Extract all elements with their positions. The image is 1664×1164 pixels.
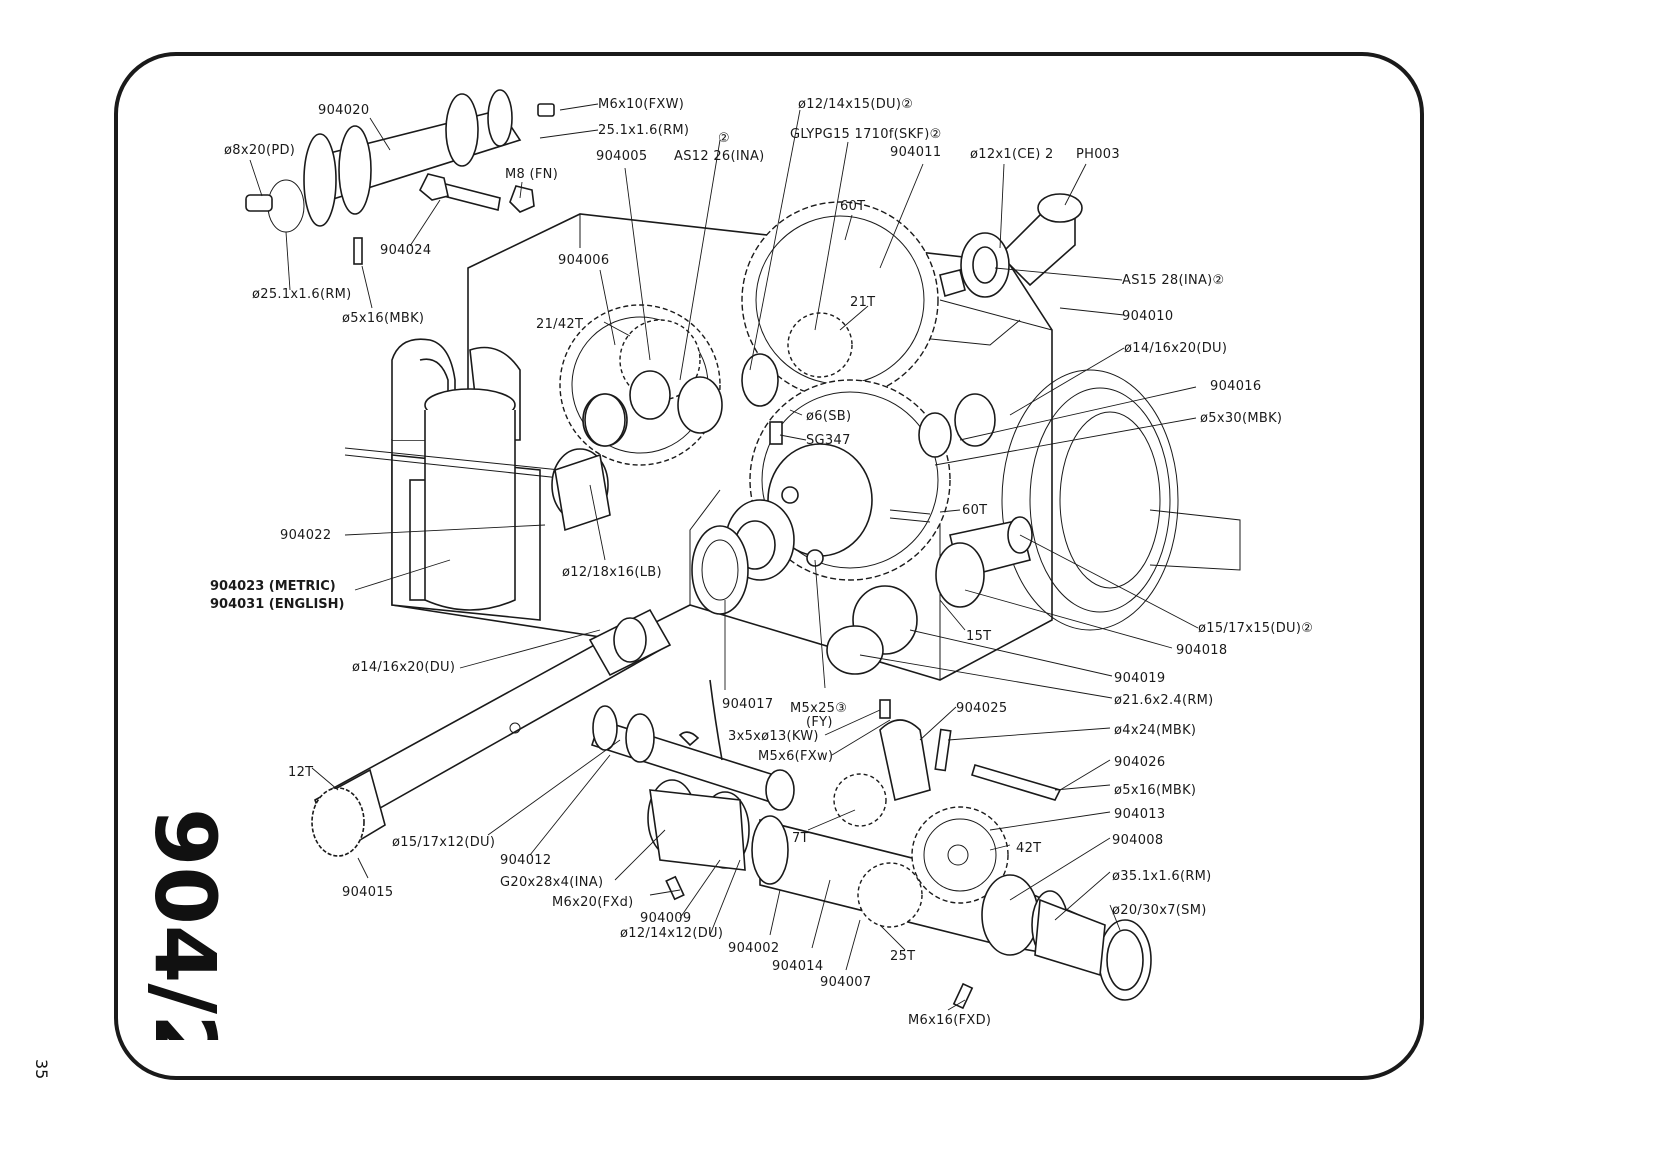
callout-o14-16x20-du-right: ø14/16x20(DU) [1124,341,1227,356]
callout-60t-top: 60T [840,199,865,214]
callout-o15-17x12-du: ø15/17x12(DU) [392,835,495,850]
callout-904012: 904012 [500,853,551,868]
callout-904002: 904002 [728,941,779,956]
line-art [245,89,1241,1010]
callout-sg347: SG347 [806,433,851,448]
bearing-904022 [551,393,626,532]
shaft-904018 [826,393,1033,675]
leader-lines [249,103,1199,1011]
callout-o12-18x16-lb: ø12/18x16(LB) [562,565,662,580]
callout-o25-1x1-6-rm: ø25.1x1.6(RM) [252,287,352,302]
callout-904025: 904025 [956,701,1007,716]
callout-fy: (FY) [806,715,833,730]
callout-m6x16-fxd: M6x16(FXD) [908,1013,991,1028]
assembly-number: 904/2 [136,808,234,1040]
callout-o14-16x20-du-left: ø14/16x20(DU) [352,660,455,675]
callout-904009: 904009 [640,911,691,926]
large-pulley [1001,369,1241,631]
callout-3x5x13-kw: 3x5xø13(KW) [728,729,819,744]
callout-g20x28x4-ina: G20x28x4(INA) [500,875,603,890]
callout-o8x20-pd: ø8x20(PD) [224,143,295,158]
callout-12t: 12T [288,765,313,780]
bearing-904009 [647,779,750,901]
callout-o20-30x7-sm: ø20/30x7(SM) [1112,903,1207,918]
callout-o12-14x12-du: ø12/14x12(DU) [620,926,723,941]
callout-904008: 904008 [1112,833,1163,848]
assembly-title: 904/2 [136,808,234,1040]
callout-15t: 15T [966,629,991,644]
callout-904015: 904015 [342,885,393,900]
callout-ph003: PH003 [1076,147,1120,162]
handle-ph003 [939,193,1083,298]
callout-904005: 904005 [596,149,647,164]
callout-25-1x1-6-rm: 25.1x1.6(RM) [598,123,689,138]
callout-o5x16-mbk-right: ø5x16(MBK) [1114,783,1196,798]
callout-21-42t: 21/42T [536,317,583,332]
callout-o5x16-mbk-top: ø5x16(MBK) [342,311,424,326]
seal-plate [691,421,891,761]
callout-o5x30-mbk: ø5x30(MBK) [1200,411,1282,426]
callout-904017: 904017 [722,697,773,712]
callout-m6x10-fxw: M6x10(FXW) [598,97,684,112]
callout-904016: 904016 [1210,379,1261,394]
yoke-bracket [344,338,561,621]
page-number-text: 35 [32,1059,51,1079]
callout-904020: 904020 [318,103,369,118]
callout-904018: 904018 [1176,643,1227,658]
page-number: 35 [32,1059,51,1079]
gear-60t-mid [725,379,951,581]
shaft-904002 [751,719,1152,1010]
callout-25t: 25T [890,949,915,964]
callout-904011: 904011 [890,145,941,160]
callout-904026: 904026 [1114,755,1165,770]
callout-glypg15: GLYPG15 1710f(SKF)② [790,127,942,142]
callout-as12-26-ina: AS12 26(INA) [674,149,765,164]
callout-904022: 904022 [280,528,331,543]
callout-904024: 904024 [380,243,431,258]
callout-904010: 904010 [1122,309,1173,324]
callout-o12-14x15-du: ø12/14x15(DU)② [798,97,913,112]
callout-904019: 904019 [1114,671,1165,686]
callout-o21-6x2-4-rm: ø21.6x2.4(RM) [1114,693,1214,708]
callout-904006: 904006 [558,253,609,268]
callout-o4x24-mbk: ø4x24(MBK) [1114,723,1196,738]
callout-o6-sb: ø6(SB) [806,409,851,424]
callout-circle-2: ② [718,131,730,146]
callout-7t: 7T [792,831,809,846]
bolt-m8 [353,173,535,265]
callout-904023-metric: 904023 (METRIC) [210,579,336,594]
callout-60t-mid: 60T [962,503,987,518]
callout-o35-1x1-6-rm: ø35.1x1.6(RM) [1112,869,1212,884]
callout-m5x6-fxw: M5x6(FXw) [758,749,833,764]
shaft-904015 [311,608,672,857]
callout-904007: 904007 [820,975,871,990]
callout-m8-fn: M8 (FN) [505,167,558,182]
shaft-904020 [245,89,555,233]
shaft-904012 [590,705,795,811]
callout-m6x20-fxd: M6x20(FXd) [552,895,634,910]
callout-as15-28-ina: AS15 28(INA)② [1122,273,1225,288]
callout-o15-17x15-du: ø15/17x15(DU)② [1198,621,1313,636]
callout-labels: 904020 M6x10(FXW) 25.1x1.6(RM) ø8x20(PD)… [210,97,1313,1028]
rounded-border-frame [114,52,1424,1080]
callout-o12x1-ce-2: ø12x1(CE) 2 [970,147,1054,162]
callout-904031-english: 904031 (ENGLISH) [210,597,344,612]
callout-m5x25-fy: M5x25③ [790,701,847,716]
callout-21t: 21T [850,295,875,310]
callout-42t: 42T [1016,841,1041,856]
callout-904014: 904014 [772,959,823,974]
callout-904013: 904013 [1114,807,1165,822]
